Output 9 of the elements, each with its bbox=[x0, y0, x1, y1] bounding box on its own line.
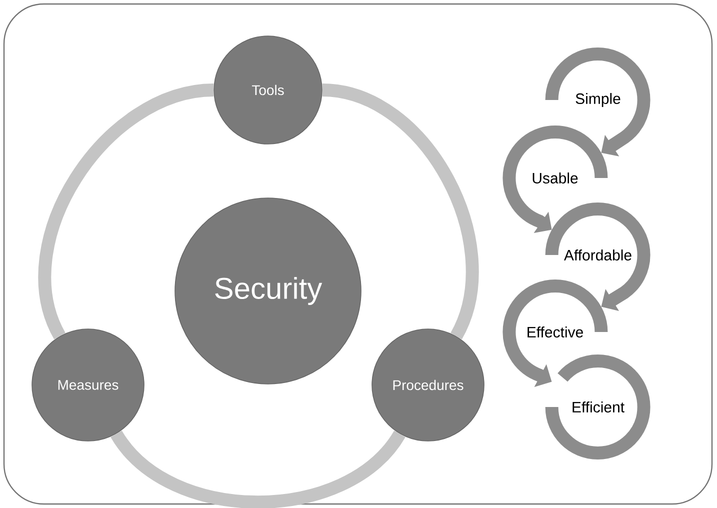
ring-segment bbox=[111, 430, 405, 508]
step-label: Affordable bbox=[564, 249, 632, 260]
curved-arrow bbox=[545, 202, 650, 311]
ring-segment bbox=[38, 84, 214, 339]
step-label: Simple bbox=[576, 93, 620, 107]
step-label: Usable bbox=[532, 172, 578, 184]
step-label: Effective bbox=[528, 326, 583, 338]
step-label: Efficient bbox=[572, 401, 624, 412]
ring-segment bbox=[322, 84, 478, 339]
